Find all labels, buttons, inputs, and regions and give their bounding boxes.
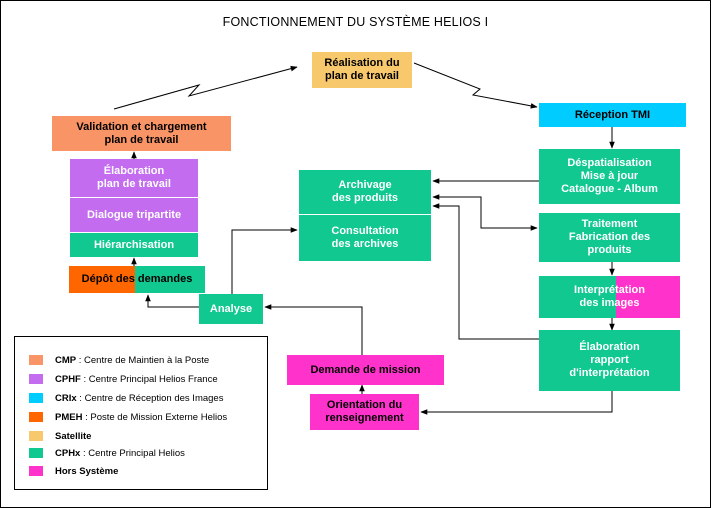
box-demande-mission: Demande de mission [287, 355, 444, 385]
link-archivage-traitement [480, 197, 538, 231]
legend-desc: : Centre de Réception des Images [76, 392, 224, 404]
box-interpretation-label: Interprétation des images [574, 284, 645, 309]
legend-swatch [29, 412, 43, 422]
box-consultation: Consultation des archives [299, 215, 431, 261]
legend: CMP : Centre de Maintien à la Poste CPHF… [14, 336, 268, 490]
legend-swatch [29, 466, 43, 476]
legend-abbr: Satellite [55, 430, 92, 442]
legend-swatch [29, 431, 43, 441]
box-hierarchisation: Hiérarchisation [70, 233, 198, 257]
link-analyse-consultation [231, 227, 298, 294]
link-demande-analyse [264, 304, 363, 355]
legend-item-pmeh: PMEH : Poste de Mission Externe Helios [29, 411, 227, 423]
link-traitement-archivage [432, 194, 482, 228]
archivage-divider [299, 214, 431, 215]
legend-abbr: Hors Système [55, 465, 119, 477]
box-traitement: Traitement Fabrication des produits [539, 213, 680, 262]
box-reception-tmi: Réception TMI [539, 103, 686, 127]
legend-abbr: CMP [55, 354, 77, 366]
legend-abbr: CPHF [55, 373, 81, 385]
link-validation-realisation [113, 65, 298, 110]
legend-desc: : Centre Principal Helios [80, 447, 185, 459]
legend-item-crix: CRIx : Centre de Réception des Images [29, 392, 223, 404]
diagram-title: FONCTIONNEMENT DU SYSTÈME HELIOS I [222, 15, 489, 29]
legend-item-satellite: Satellite [29, 430, 91, 442]
legend-desc: : Centre de Maintien à la Poste [76, 354, 210, 366]
box-despatialisation: Déspatialisation Mise à jour Catalogue -… [539, 149, 680, 204]
box-depot-label: Dépôt des demandes [81, 273, 193, 285]
box-archivage: Archivage des produits [299, 170, 431, 214]
legend-item-cphx: CPHx : Centre Principal Helios [29, 447, 185, 459]
box-elaboration-plan: Élaboration plan de travail [70, 159, 198, 197]
link-rapport-archivage [432, 203, 539, 340]
box-analyse: Analyse [199, 294, 263, 324]
legend-swatch [29, 374, 43, 384]
box-realisation-plan: Réalisation du plan de travail [312, 52, 412, 88]
box-dialogue-tripartite: Dialogue tripartite [70, 198, 198, 232]
legend-item-cmp: CMP : Centre de Maintien à la Poste [29, 354, 209, 366]
legend-abbr: CPHx [55, 447, 81, 459]
legend-desc: : Poste de Mission Externe Helios [82, 411, 228, 423]
box-depot-demandes: Dépôt des demandes [69, 266, 205, 293]
box-elaboration-rapport: Élaboration rapport d'interprétation [539, 330, 680, 391]
box-validation-chargement: Validation et chargement plan de travail [52, 116, 231, 151]
legend-item-cphf: CPHF : Centre Principal Helios France [29, 373, 218, 385]
box-interpretation: Interprétation des images [539, 276, 680, 318]
legend-swatch [29, 355, 43, 365]
legend-abbr: PMEH [55, 411, 83, 423]
legend-desc: : Centre Principal Helios France [80, 373, 218, 385]
link-rapport-orientation [420, 391, 613, 415]
link-realisation-reception [413, 62, 538, 109]
legend-swatch [29, 393, 43, 403]
legend-swatch [29, 448, 43, 458]
legend-item-hors-systeme: Hors Système [29, 465, 118, 477]
legend-abbr: CRIx [55, 392, 77, 404]
link-analyse-depot [145, 294, 199, 308]
box-orientation-renseignement: Orientation du renseignement [310, 394, 419, 430]
